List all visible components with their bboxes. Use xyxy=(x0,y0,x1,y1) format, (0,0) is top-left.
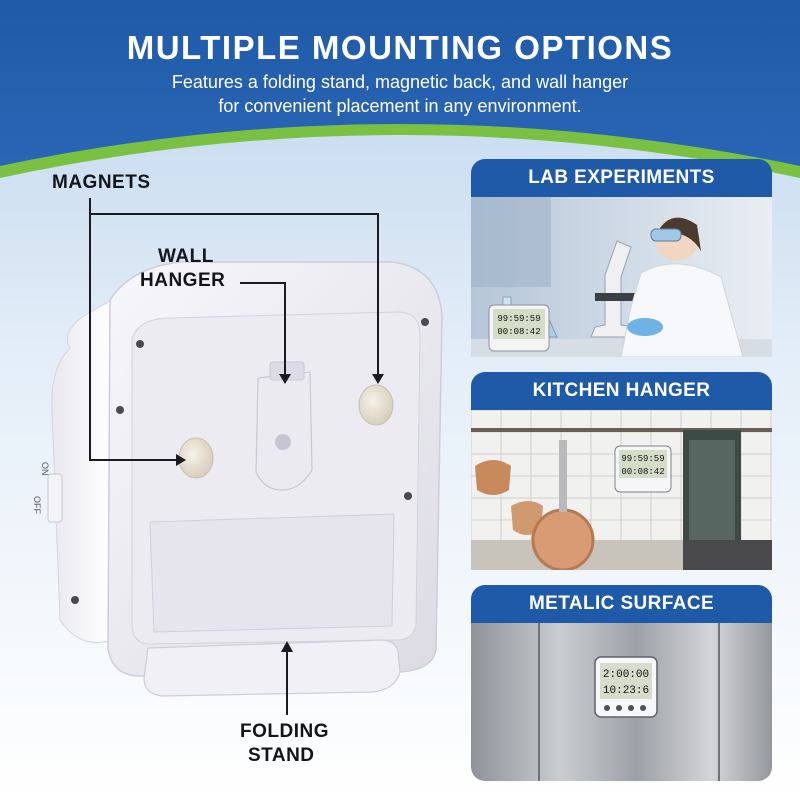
scientist-hair xyxy=(657,217,701,251)
arrowhead xyxy=(176,454,186,466)
card-kitchen-hanger-title: KITCHEN HANGER xyxy=(471,372,772,410)
magnet-left xyxy=(178,437,214,479)
lab-shelf xyxy=(471,197,551,287)
timer-button xyxy=(616,705,622,711)
card-metalic-surface-title: METALIC SURFACE xyxy=(471,585,772,623)
timer-top-readout: 99:59:59 xyxy=(621,454,664,464)
scientist-glove xyxy=(627,318,663,336)
hanger-hole xyxy=(275,434,291,450)
timer-bottom-readout: 00:08:42 xyxy=(497,327,540,337)
timer-screen xyxy=(493,309,545,339)
device-side-face xyxy=(51,299,113,643)
callout-arrowheads xyxy=(176,374,384,652)
scientist-goggles xyxy=(650,228,682,242)
arrowhead xyxy=(372,374,384,384)
pan-handle xyxy=(559,440,567,512)
magnets-leader-right xyxy=(90,213,379,378)
timer-button xyxy=(640,705,646,711)
card-kitchen-hanger-photo: 99:59:59 00:08:42 xyxy=(471,410,772,570)
magnet-right xyxy=(358,384,394,426)
screw xyxy=(404,492,412,500)
arrowhead xyxy=(281,641,293,652)
card-metalic-surface-photo: 2:00:00 10:23:6 xyxy=(471,623,772,781)
screw xyxy=(136,340,144,348)
callout-wall-hanger: WALL HANGER xyxy=(140,245,225,293)
page-title: MULTIPLE MOUNTING OPTIONS xyxy=(126,29,674,66)
subtitle-line-2: for convenient placement in any environm… xyxy=(218,96,582,116)
hanger-leader xyxy=(240,282,286,378)
power-switch xyxy=(47,473,63,523)
card-lab-experiments-photo: 99:59:59 00:08:42 xyxy=(471,197,772,357)
backsplash-dark xyxy=(683,540,772,570)
folding-stand xyxy=(143,639,401,697)
microscope-stage xyxy=(595,293,639,301)
callout-folding-stand-line-1: FOLDING xyxy=(240,721,329,742)
switch-on-label: ON xyxy=(40,462,50,476)
wall-hanger-clip xyxy=(255,371,313,491)
copper-kettle xyxy=(475,460,511,495)
callout-folding-stand: FOLDING STAND xyxy=(240,720,329,768)
screw xyxy=(421,318,429,326)
towel-pattern xyxy=(689,440,735,544)
callout-wall-hanger-line-1: WALL xyxy=(158,246,214,267)
card-lab-experiments-title: LAB EXPERIMENTS xyxy=(471,159,772,197)
callout-lines xyxy=(89,198,379,715)
callout-folding-stand-line-2: STAND xyxy=(248,745,315,766)
copper-pan xyxy=(531,508,595,570)
timer-button xyxy=(628,705,634,711)
page-subtitle: Features a folding stand, magnetic back,… xyxy=(0,70,800,118)
callout-magnets: MAGNETS xyxy=(52,171,151,195)
callout-wall-hanger-line-2: HANGER xyxy=(140,270,226,291)
timer-top-readout: 99:59:59 xyxy=(497,314,540,324)
timer-screen xyxy=(600,663,652,699)
screw xyxy=(71,596,79,604)
battery-cover xyxy=(149,513,395,633)
timer-screen xyxy=(619,450,667,478)
timer-button xyxy=(604,705,610,711)
arrowhead xyxy=(279,374,291,384)
screw xyxy=(116,406,124,414)
timer-bottom-readout: 10:23:6 xyxy=(603,685,649,697)
timer-bottom-readout: 00:08:42 xyxy=(621,467,664,477)
magnets-leader xyxy=(89,198,178,461)
subtitle-line-1: Features a folding stand, magnetic back,… xyxy=(171,72,629,92)
blue-header-band xyxy=(0,0,800,166)
callout-magnets-label: MAGNETS xyxy=(52,172,151,193)
switch-off-label: OFF xyxy=(32,496,42,514)
timer-top-readout: 2:00:00 xyxy=(603,669,649,681)
